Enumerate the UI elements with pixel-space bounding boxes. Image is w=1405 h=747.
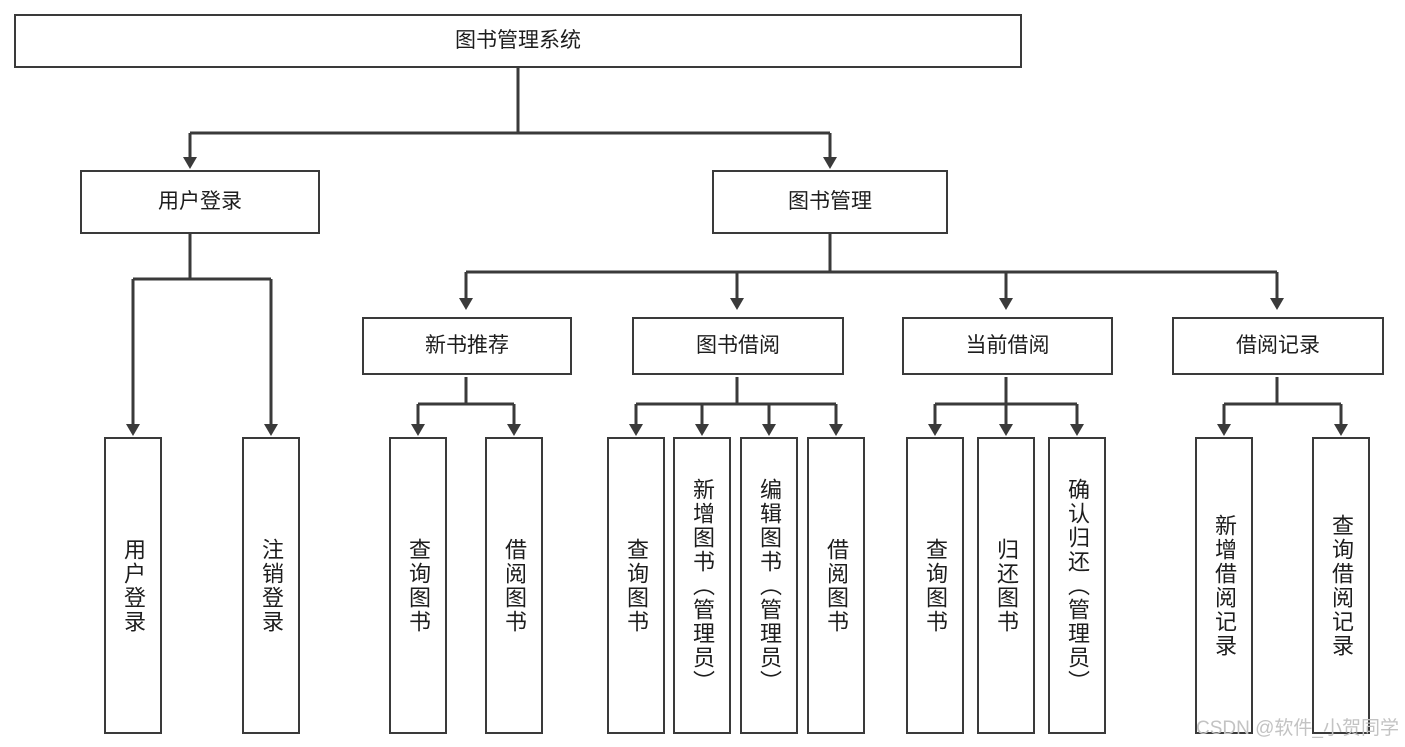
node-current-borrow-label: 当前借阅	[965, 334, 1050, 358]
node-leaf-logout[interactable]: 注销登录	[242, 437, 300, 734]
node-leaf-logout-label: 注销登录	[259, 537, 284, 634]
node-leaf-borrow-book-1-label: 借阅图书	[502, 537, 527, 634]
node-book-manage[interactable]: 图书管理	[712, 170, 948, 234]
node-root[interactable]: 图书管理系统	[14, 14, 1022, 68]
node-leaf-add-record[interactable]: 新增借阅记录	[1195, 437, 1253, 734]
node-borrow-record-label: 借阅记录	[1236, 334, 1320, 358]
node-leaf-query-book-3[interactable]: 查询图书	[906, 437, 964, 734]
node-leaf-edit-book[interactable]: 编辑图书（管理员）	[740, 437, 798, 734]
node-book-borrow-label: 图书借阅	[696, 334, 780, 358]
node-leaf-confirm-return[interactable]: 确认归还（管理员）	[1048, 437, 1106, 734]
node-new-book-rec[interactable]: 新书推荐	[362, 317, 572, 375]
node-leaf-query-book-1[interactable]: 查询图书	[389, 437, 447, 734]
node-leaf-add-record-label: 新增借阅记录	[1212, 513, 1237, 658]
node-leaf-return-book-label: 归还图书	[994, 537, 1019, 634]
node-leaf-query-book-2[interactable]: 查询图书	[607, 437, 665, 734]
node-leaf-query-book-3-label: 查询图书	[923, 537, 948, 634]
node-book-manage-label: 图书管理	[788, 190, 872, 214]
node-leaf-query-book-1-label: 查询图书	[406, 537, 431, 634]
node-leaf-query-record[interactable]: 查询借阅记录	[1312, 437, 1370, 734]
node-leaf-edit-book-label: 编辑图书（管理员）	[757, 477, 782, 694]
node-borrow-record[interactable]: 借阅记录	[1172, 317, 1384, 375]
node-leaf-add-book[interactable]: 新增图书（管理员）	[673, 437, 731, 734]
node-leaf-borrow-book-2[interactable]: 借阅图书	[807, 437, 865, 734]
node-leaf-add-book-label: 新增图书（管理员）	[690, 477, 715, 694]
node-user-login-label: 用户登录	[158, 190, 242, 214]
node-new-book-rec-label: 新书推荐	[425, 334, 509, 358]
node-leaf-return-book[interactable]: 归还图书	[977, 437, 1035, 734]
node-leaf-query-book-2-label: 查询图书	[624, 537, 649, 634]
node-leaf-user-login-label: 用户登录	[121, 537, 146, 634]
node-leaf-borrow-book-1[interactable]: 借阅图书	[485, 437, 543, 734]
node-leaf-query-record-label: 查询借阅记录	[1329, 513, 1354, 658]
node-leaf-borrow-book-2-label: 借阅图书	[824, 537, 849, 634]
node-current-borrow[interactable]: 当前借阅	[902, 317, 1113, 375]
node-book-borrow[interactable]: 图书借阅	[632, 317, 844, 375]
node-leaf-user-login[interactable]: 用户登录	[104, 437, 162, 734]
node-leaf-confirm-return-label: 确认归还（管理员）	[1065, 477, 1090, 694]
node-root-label: 图书管理系统	[455, 29, 581, 53]
node-user-login[interactable]: 用户登录	[80, 170, 320, 234]
